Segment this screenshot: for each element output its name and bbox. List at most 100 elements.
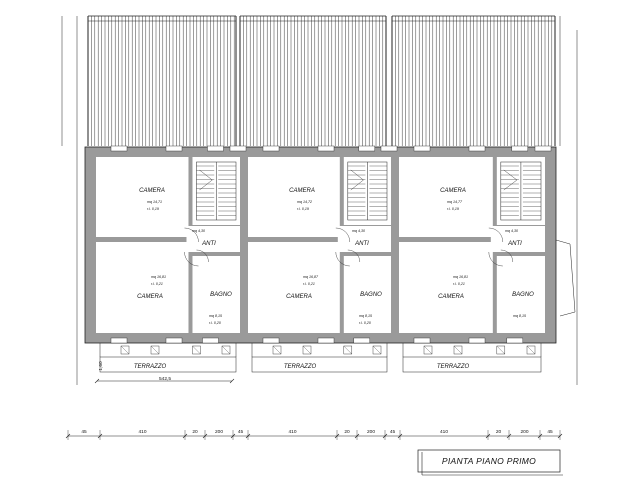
door-swing xyxy=(184,227,199,243)
window-top xyxy=(262,145,280,152)
window-top xyxy=(165,145,183,152)
dimension-label: 200 xyxy=(367,429,375,435)
u1-anti-mq: mq 4,30 xyxy=(192,229,205,233)
u3-camera-top-rl: r.l. 0,19 xyxy=(447,207,459,211)
u1-camera-top-mq: mq 14,71 xyxy=(147,200,162,204)
terrazzo-length-dimension: 542,5 xyxy=(159,376,171,382)
stair-arrow xyxy=(503,169,518,191)
window-top xyxy=(317,145,335,152)
u1-anti-label: ANTI xyxy=(201,241,216,247)
railing-post-cross xyxy=(343,345,352,355)
u2-bagno-label: BAGNO xyxy=(360,292,382,298)
terrazzo-area xyxy=(402,356,542,373)
railing-post-cross xyxy=(192,345,201,355)
window-bottom xyxy=(413,337,431,344)
room-bagno xyxy=(496,256,545,333)
u1-bagno-mq: mq 8,15 xyxy=(209,314,222,318)
u3-camera-top-label: CAMERA xyxy=(440,188,466,194)
door-swing xyxy=(335,227,351,243)
railing-post-cross xyxy=(150,345,160,355)
railing-post-cross xyxy=(496,345,505,355)
u3-anti-label: ANTI xyxy=(507,241,522,247)
room-anti xyxy=(337,226,391,252)
u1-camera-bottom-mq: mq 16,81 xyxy=(151,275,166,279)
window-bottom xyxy=(202,337,219,344)
room-camera-bottom xyxy=(399,242,493,333)
window-bottom xyxy=(165,337,183,344)
u1-camera-bottom-label: CAMERA xyxy=(137,294,163,300)
u3-bagno-mq: mq 8,15 xyxy=(513,314,526,318)
u2-bagno-rl: r.l. 0,20 xyxy=(359,321,371,325)
u3-terrazzo-label: TERRAZZO xyxy=(437,364,470,370)
dimension-label: 410 xyxy=(440,429,448,435)
railing-post xyxy=(372,345,382,355)
window-top xyxy=(358,145,376,152)
u1-camera-top-label: CAMERA xyxy=(139,188,165,194)
u1-bagno-rl: r.l. 0,20 xyxy=(209,321,221,325)
title-box xyxy=(417,449,561,473)
window-top xyxy=(229,145,247,152)
railing-post-cross xyxy=(272,345,282,355)
dimension-label: 410 xyxy=(288,429,296,435)
u3-camera-top-mq: mq 14,77 xyxy=(447,200,463,204)
building-walls xyxy=(84,146,557,344)
room-camera-top xyxy=(96,157,189,237)
dimension-label: 20 xyxy=(496,429,502,435)
railing-post xyxy=(150,345,160,355)
dimension-label: 45 xyxy=(81,429,87,435)
u2-camera-bottom-mq: mq 16,87 xyxy=(303,275,319,279)
u2-camera-top-mq: mq 14,72 xyxy=(297,200,312,204)
window-bottom xyxy=(506,337,524,344)
window-top xyxy=(468,145,486,152)
u2-anti-label: ANTI xyxy=(354,241,369,247)
terrazzo-dim-tick-left xyxy=(94,378,100,384)
annex-outline xyxy=(555,239,576,317)
dimension-label: 410 xyxy=(138,429,146,435)
door-swing xyxy=(196,249,209,263)
dimension-label: 45 xyxy=(390,429,396,435)
u2-camera-bottom-label: CAMERA xyxy=(286,294,312,300)
window-top xyxy=(207,145,224,152)
railing-post xyxy=(496,345,506,355)
railing-post-cross xyxy=(526,345,536,355)
railing-post-cross xyxy=(120,345,130,355)
u2-bagno-mq: mq 8,15 xyxy=(359,314,372,318)
terrazzo-area xyxy=(99,356,237,373)
u3-bagno-label: BAGNO xyxy=(512,292,534,298)
room-camera-top xyxy=(248,157,340,237)
room-camera-bottom xyxy=(96,242,189,333)
room-bagno xyxy=(343,256,391,333)
door-swing xyxy=(488,227,504,243)
window-bottom xyxy=(262,337,280,344)
u3-camera-bottom-mq: mq 16,81 xyxy=(453,275,468,279)
drawing-title: PIANTA PIANO PRIMO xyxy=(442,456,536,466)
window-bottom xyxy=(110,337,128,344)
railing-post xyxy=(120,345,130,355)
window-top xyxy=(380,145,398,152)
window-bottom xyxy=(468,337,486,344)
u3-anti-mq: mq 4,30 xyxy=(505,229,518,233)
door-swing xyxy=(488,251,503,267)
u1-camera-top-rl: r.l. 0,19 xyxy=(147,207,159,211)
terrazzo-area xyxy=(251,356,388,373)
dimension-label: 20 xyxy=(344,429,350,435)
railing-post xyxy=(526,345,536,355)
railing-post-cross xyxy=(423,345,433,355)
stair-arrow xyxy=(199,169,213,191)
room-camera-bottom xyxy=(248,242,340,333)
u2-camera-top-rl: r.l. 0,19 xyxy=(297,207,309,211)
room-anti xyxy=(490,226,545,252)
railing-post-cross xyxy=(372,345,382,355)
railing-post xyxy=(302,345,312,355)
door-swing xyxy=(347,249,361,263)
window-top xyxy=(534,145,552,152)
railing-post xyxy=(272,345,282,355)
u2-camera-bottom-rl: r.l. 0,21 xyxy=(303,282,315,286)
railing-post xyxy=(423,345,433,355)
stair-arrow xyxy=(350,169,364,191)
dimension-label: 20 xyxy=(192,429,198,435)
u1-camera-bottom-rl: r.l. 0,21 xyxy=(151,282,163,286)
window-top xyxy=(413,145,431,152)
